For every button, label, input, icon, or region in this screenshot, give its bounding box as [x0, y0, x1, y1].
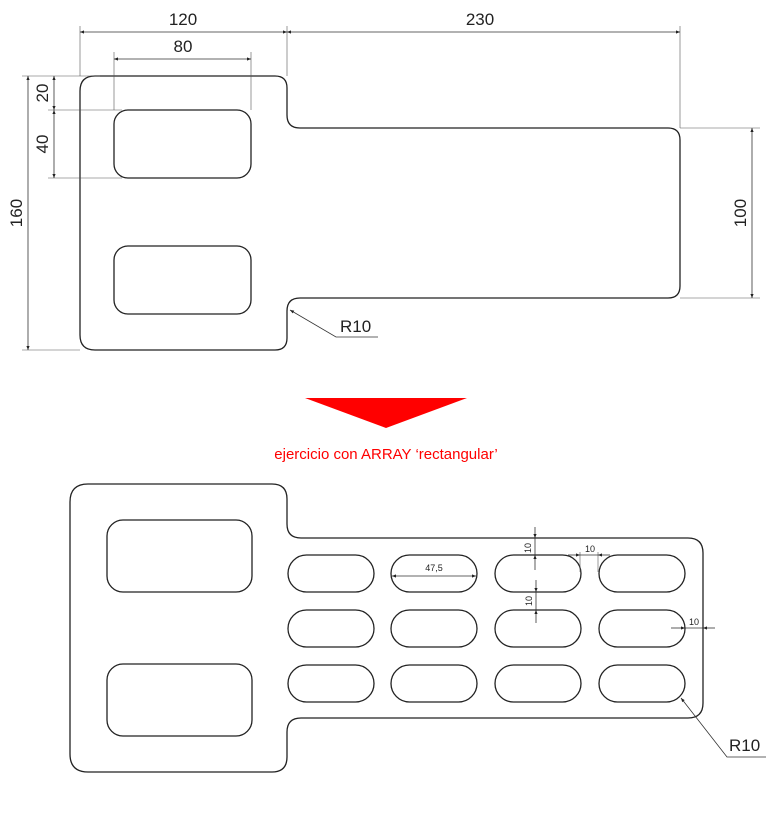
- slot: [494, 664, 582, 703]
- top-hole-upper: [113, 109, 252, 179]
- top-part-outline: [79, 75, 681, 351]
- down-arrow-icon: [305, 398, 467, 428]
- dim-label-230: 230: [466, 10, 494, 29]
- bottom-drawing: 47,5 10 10 10 10 R10: [69, 483, 766, 773]
- dim-label-100: 100: [731, 199, 750, 227]
- slot: [598, 664, 686, 703]
- slot: [494, 609, 582, 648]
- slot-array: [287, 554, 686, 703]
- slot: [494, 554, 582, 593]
- extension-lines: [22, 26, 760, 351]
- radius-leader: [289, 309, 378, 338]
- exercise-title: ejercicio con ARRAY ‘rectangular’: [274, 446, 497, 463]
- bottom-hole-upper: [106, 519, 253, 593]
- top-hole-lower: [113, 245, 252, 315]
- dim-label-col-gap: 10: [585, 544, 595, 554]
- dim-label-47-5: 47,5: [425, 563, 443, 573]
- bottom-part-outline: [69, 483, 704, 773]
- dim-label-20: 20: [33, 84, 52, 103]
- dim-label-120: 120: [169, 10, 197, 29]
- slot: [390, 609, 478, 648]
- radius-leader-bottom: [680, 697, 766, 758]
- slot: [390, 554, 478, 593]
- dim-label-80: 80: [174, 37, 193, 56]
- dim-label-right-gap: 10: [689, 617, 699, 627]
- slot: [287, 609, 375, 648]
- slot: [598, 609, 686, 648]
- slot: [598, 554, 686, 593]
- radius-label-bottom: R10: [729, 736, 760, 755]
- dim-label-top-gap: 10: [523, 543, 533, 553]
- radius-label: R10: [340, 317, 371, 336]
- bottom-hole-lower: [106, 663, 253, 737]
- slot: [287, 664, 375, 703]
- dim-label-40: 40: [33, 135, 52, 154]
- slot: [390, 664, 478, 703]
- top-drawing: 120 230 80 160 20 40 100 R10: [7, 10, 760, 351]
- slot: [287, 554, 375, 593]
- dim-label-row-gap: 10: [524, 596, 534, 606]
- dim-label-160: 160: [7, 199, 26, 227]
